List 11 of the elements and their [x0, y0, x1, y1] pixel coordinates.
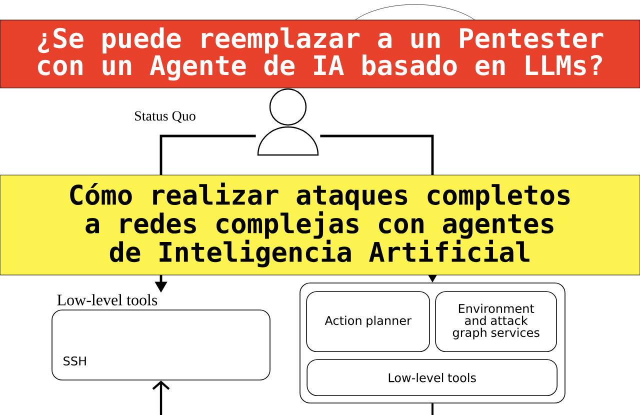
subtitle-overlay: Cómo realizar ataques completos a redes complejas con agentes de Inteligencia Artificial — [0, 174, 640, 276]
group-box — [300, 282, 566, 404]
process-box: Action planner — [306, 291, 430, 352]
process-box: Environment and attack graph services — [435, 291, 557, 352]
process-box: Low-level tools — [306, 359, 558, 396]
title-overlay: ¿Se puede reemplazar a un Pentester con un Agente de IA basado en LLMs? — [0, 20, 640, 88]
tool-box: Low-level tools SSH — [52, 294, 270, 380]
arrow — [152, 380, 170, 415]
node-label: Low-level tools — [57, 294, 158, 306]
edge-label: Status Quo — [133, 110, 197, 124]
person-icon — [257, 88, 319, 156]
